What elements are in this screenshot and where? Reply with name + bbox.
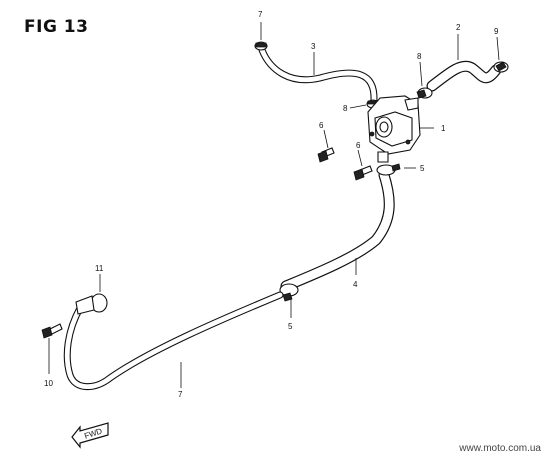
plug-part-11[interactable] bbox=[75, 293, 108, 315]
clamp-part-8-right[interactable] bbox=[493, 61, 509, 73]
callout-8-right: 9 bbox=[494, 27, 499, 36]
figure-title: FIG 13 bbox=[24, 17, 89, 37]
clamp-part-7-top[interactable] bbox=[254, 41, 268, 51]
pump-part-1[interactable] bbox=[367, 95, 421, 163]
callout-11: 11 bbox=[95, 264, 104, 273]
bolt-part-10[interactable] bbox=[41, 323, 63, 339]
clamp-part-8-left[interactable] bbox=[416, 87, 433, 99]
callout-6-left: 6 bbox=[319, 121, 324, 130]
callout-7-pump: 8 bbox=[343, 104, 348, 113]
callout-10: 10 bbox=[44, 379, 53, 388]
hose-part-3[interactable] bbox=[258, 46, 378, 104]
clamp-part-5-bottom[interactable] bbox=[279, 283, 299, 302]
callout-2: 2 bbox=[456, 23, 461, 32]
callout-7-top: 7 bbox=[258, 10, 263, 19]
hose-part-2[interactable] bbox=[426, 60, 502, 92]
bolt-part-6-right[interactable] bbox=[353, 165, 373, 181]
callout-8-left: 8 bbox=[417, 52, 422, 61]
callout-6-right: 6 bbox=[356, 141, 361, 150]
callout-4: 4 bbox=[353, 280, 358, 289]
clamp-part-5-top[interactable] bbox=[376, 163, 401, 176]
forward-direction-arrow: FWD bbox=[71, 422, 109, 449]
callout-5-top: 5 bbox=[420, 164, 425, 173]
hose-part-9[interactable] bbox=[63, 291, 284, 391]
hose-part-4[interactable] bbox=[280, 169, 395, 292]
bolt-part-6-left[interactable] bbox=[317, 147, 335, 163]
callout-labels: 7 3 8 2 8 9 1 6 6 5 4 5 11 10 7 bbox=[44, 10, 499, 399]
callout-9: 7 bbox=[178, 390, 183, 399]
callout-leaders bbox=[48, 22, 500, 388]
watermark-url: www.moto.com.ua bbox=[459, 443, 541, 454]
callout-1: 1 bbox=[441, 124, 446, 133]
callout-3: 3 bbox=[311, 42, 316, 51]
callout-5-bottom: 5 bbox=[288, 322, 293, 331]
